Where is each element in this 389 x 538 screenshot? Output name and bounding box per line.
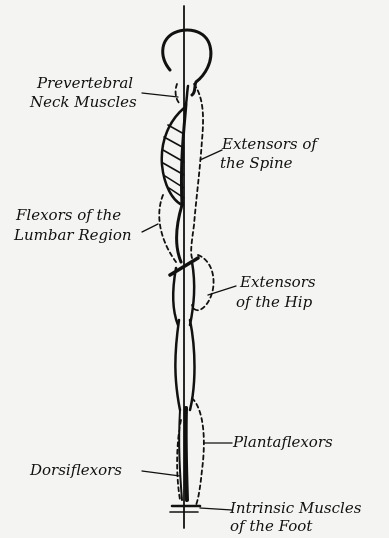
label-intrinsic-1: Intrinsic Muscles: [229, 499, 362, 517]
leader-prevertebral: [142, 93, 178, 97]
lower-leg: [175, 320, 194, 410]
lumbar-spine: [177, 205, 182, 262]
shin-bone: [186, 408, 187, 500]
label-extensors-spine-2: the Spine: [220, 154, 293, 172]
plantaflexor-outline: [192, 398, 204, 505]
neck-segment: [186, 86, 188, 104]
leader-extensors-spine: [200, 150, 222, 160]
label-extensors-hip-1: Extensors: [239, 273, 316, 291]
label-extensors-hip-2: of the Hip: [236, 293, 313, 311]
leader-flexors-lumbar: [142, 224, 158, 232]
lumbar-flexor-outline: [159, 195, 176, 262]
label-extensors-spine-1: Extensors of: [221, 135, 319, 153]
label-dorsiflexors: Dorsiflexors: [29, 461, 122, 479]
label-prevertebral-2: Neck Muscles: [29, 93, 137, 111]
label-flexors-lumbar-1: Flexors of the: [15, 206, 121, 224]
neck-muscle-outline: [176, 84, 180, 104]
head-outline: [163, 30, 211, 95]
label-intrinsic-2: of the Foot: [230, 517, 313, 535]
label-flexors-lumbar-2: Lumbar Region: [13, 226, 132, 244]
label-prevertebral-1: Prevertebral: [36, 74, 133, 92]
label-plantaflexors: Plantaflexors: [232, 433, 333, 451]
spine-extensor-outline: [191, 84, 203, 258]
leader-dorsiflexors: [142, 471, 180, 476]
leader-intrinsic: [200, 508, 232, 510]
